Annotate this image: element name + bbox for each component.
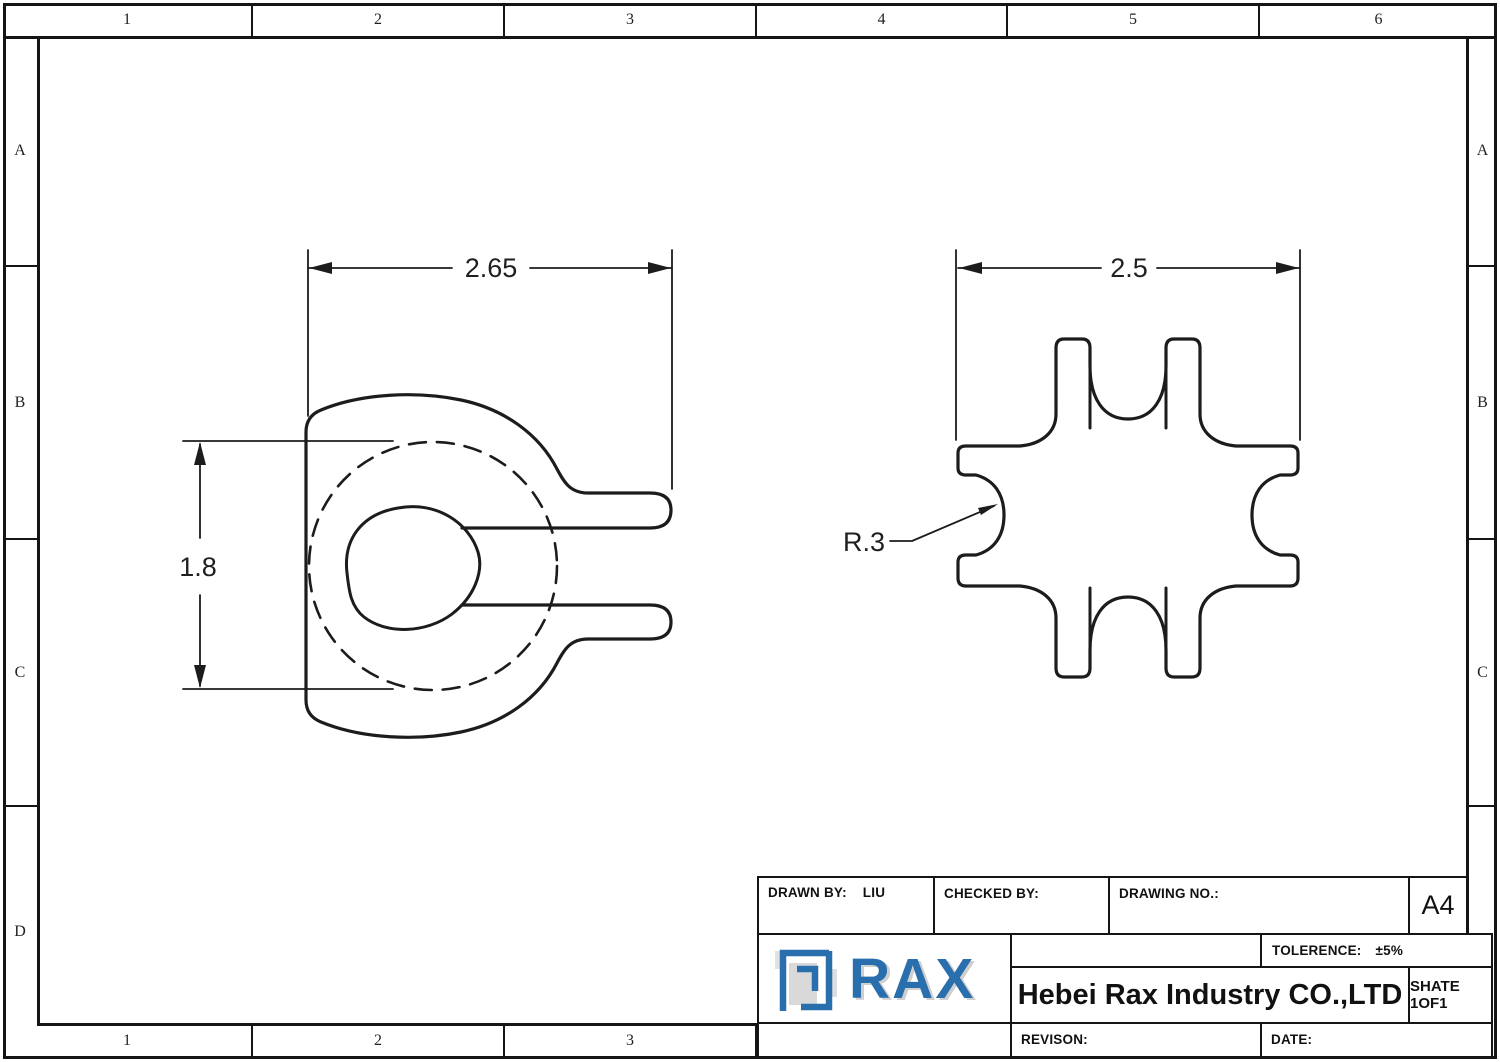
grid-col-top-4: 4 <box>877 10 886 28</box>
top-divider-1 <box>251 3 253 36</box>
grid-row-right-c: C <box>1477 663 1488 681</box>
bottom-divider-3 <box>755 1023 757 1059</box>
right-margin-line <box>1466 36 1469 933</box>
titleblock-company-cell: Hebei Rax Industry CO.,LTD <box>1010 966 1410 1024</box>
grid-col-top-3: 3 <box>626 10 634 28</box>
top-divider-4 <box>1006 3 1008 36</box>
front-view-hole <box>344 505 482 631</box>
rax-logo-icon <box>775 949 837 1011</box>
front-height-dim-text: 1.8 <box>179 552 217 582</box>
top-divider-3 <box>755 3 757 36</box>
titleblock-checked-by-cell: CHECKED BY: <box>933 876 1110 935</box>
bottom-margin-line <box>37 1023 759 1026</box>
grid-row-left-a: A <box>14 141 26 159</box>
titleblock-paper-size-cell: A4 <box>1408 876 1468 935</box>
left-divider-2 <box>3 538 37 540</box>
titleblock-empty-cell-1 <box>1010 933 1262 968</box>
right-divider-1 <box>1466 265 1497 267</box>
dimension-arrows <box>194 262 1299 688</box>
titleblock-tolerance-cell: TOLERENCE: ±5% <box>1260 933 1493 968</box>
right-divider-3 <box>1466 805 1497 807</box>
front-view <box>304 393 673 739</box>
tolerance-label: TOLERENCE: <box>1272 943 1362 958</box>
front-view-outline <box>304 393 673 739</box>
titleblock-sheet-cell: SHATE 1OF1 <box>1408 966 1493 1024</box>
titleblock-drawing-no-cell: DRAWING NO.: <box>1108 876 1410 935</box>
left-divider-3 <box>3 805 37 807</box>
grid-col-top-5: 5 <box>1129 10 1137 28</box>
grid-col-top-1: 1 <box>123 10 131 28</box>
top-divider-5 <box>1258 3 1260 36</box>
grid-row-left-c: C <box>14 663 26 681</box>
grid-col-bottom-1: 1 <box>123 1032 131 1049</box>
rax-logo-text: RAX <box>849 947 976 1011</box>
left-divider-1 <box>3 265 37 267</box>
bottom-divider-1 <box>251 1023 253 1059</box>
drawn-by-value: LIU <box>862 885 886 900</box>
grid-col-top-2: 2 <box>374 10 382 28</box>
titleblock-date-cell: DATE: <box>1260 1022 1493 1058</box>
drawn-by-label: DRAWN BY: <box>768 885 847 900</box>
company-name: Hebei Rax Industry CO.,LTD <box>1017 978 1403 1011</box>
front-width-dim-text: 2.65 <box>465 253 518 283</box>
drawing-no-label: DRAWING NO.: <box>1119 886 1219 901</box>
side-view-outline <box>956 337 1300 679</box>
checked-by-label: CHECKED BY: <box>944 886 1039 901</box>
grid-col-bottom-2: 2 <box>374 1032 382 1049</box>
left-margin-line <box>37 36 40 1023</box>
titleblock-revision-cell: REVISON: <box>1010 1022 1262 1058</box>
tolerance-value: ±5% <box>1375 943 1404 958</box>
side-view <box>956 337 1300 679</box>
outer-border <box>3 3 1497 1059</box>
grid-col-bottom-3: 3 <box>626 1032 634 1049</box>
titleblock-empty-cell-2 <box>757 1022 1012 1058</box>
date-label: DATE: <box>1271 1032 1313 1047</box>
top-divider-2 <box>503 3 505 36</box>
revision-label: REVISON: <box>1021 1032 1088 1047</box>
grid-row-left-d: D <box>14 923 26 940</box>
side-width-dim-text: 2.5 <box>1110 253 1148 283</box>
grid-row-right-b: B <box>1477 393 1488 411</box>
grid-col-top-6: 6 <box>1374 10 1383 28</box>
radius-dim-text: R.3 <box>843 527 885 557</box>
radius-leader <box>889 505 995 542</box>
side-view-groove-lines <box>1088 350 1168 666</box>
right-divider-2 <box>1466 538 1497 540</box>
paper-size-value: A4 <box>1421 890 1455 920</box>
titleblock-logo-cell: RAX <box>757 933 1012 1026</box>
bottom-divider-2 <box>503 1023 505 1059</box>
titleblock-drawn-by-cell: DRAWN BY: LIU <box>757 876 935 935</box>
front-view-hidden-circle <box>307 440 559 692</box>
grid-row-right-a: A <box>1476 141 1489 159</box>
grid-row-left-b: B <box>14 393 26 411</box>
top-margin-line <box>3 36 1497 39</box>
sheet-label: SHATE 1OF1 <box>1410 978 1460 1012</box>
